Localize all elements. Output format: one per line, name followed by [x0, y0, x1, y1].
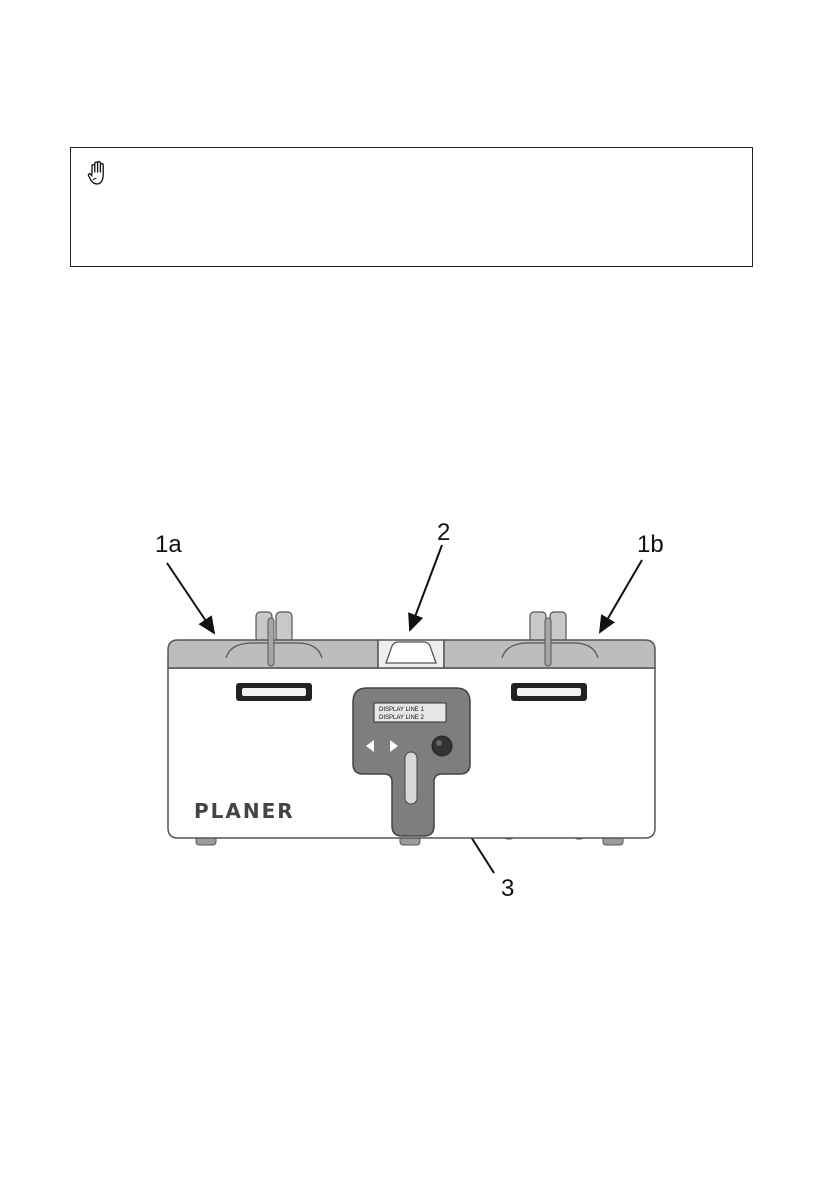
left-arrow-button: [366, 740, 374, 752]
callout-3: 3: [501, 875, 515, 902]
lcd-display: [373, 702, 447, 723]
callout-1b: 1b: [637, 531, 664, 558]
arrow-1a: [166, 562, 216, 635]
device-illustration: DISPLAY LINE 1 DISPLAY LINE 2 PLANER: [166, 544, 656, 874]
arrow-2: [408, 544, 443, 632]
select-button: [431, 735, 453, 757]
callout-1a: 1a: [155, 531, 182, 558]
display-line-1: DISPLAY LINE 1: [379, 707, 424, 713]
right-arrow-button: [390, 740, 398, 752]
center-handle: [385, 641, 437, 664]
brand-logo: PLANER: [194, 799, 295, 823]
display-line-2: DISPLAY LINE 2: [379, 715, 424, 721]
arrow-1b: [598, 559, 643, 634]
callout-2: 2: [437, 519, 451, 546]
notice-box: [70, 147, 753, 267]
panel-slider: [404, 751, 418, 805]
caution-hand-icon: [87, 161, 104, 185]
